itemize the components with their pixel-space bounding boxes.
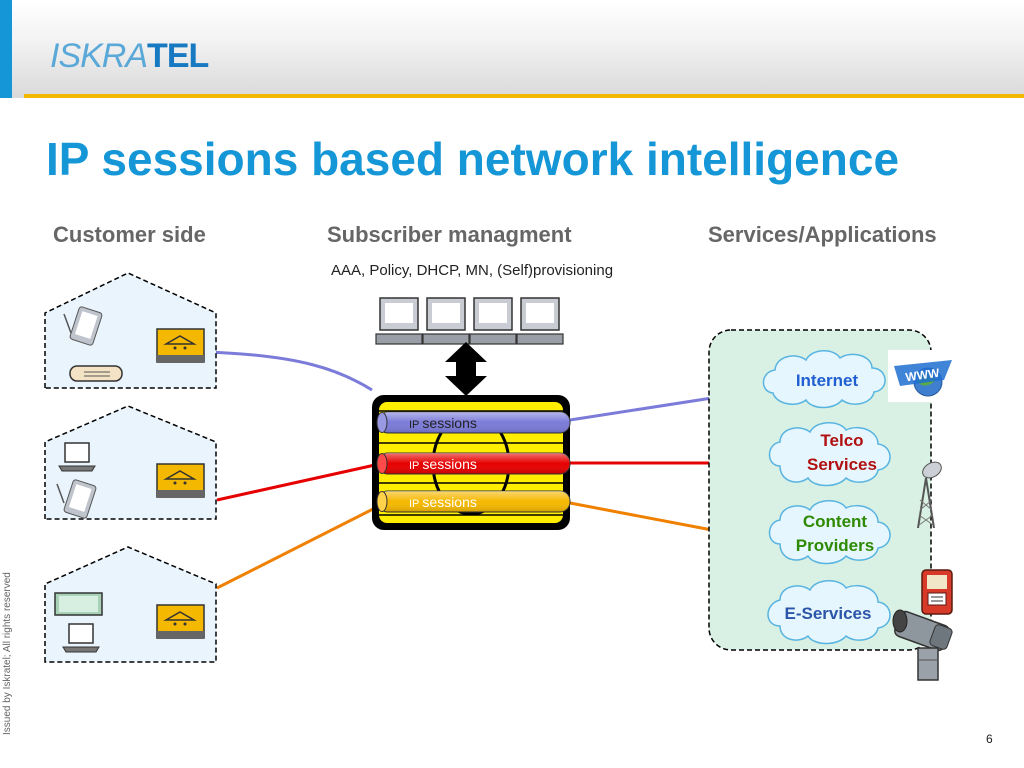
double-arrow-icon bbox=[445, 342, 487, 396]
slide-title: IP sessions based network intelligence bbox=[46, 133, 900, 185]
column-heading-services: Services/Applications bbox=[708, 222, 937, 247]
service-label-telco-line2: Services bbox=[807, 455, 877, 474]
connection-line-content bbox=[569, 501, 713, 532]
server-computer-icon bbox=[422, 297, 470, 345]
header-accent-bar bbox=[0, 0, 12, 98]
subscriber-caption: AAA, Policy, DHCP, MN, (Self)provisionin… bbox=[331, 262, 614, 279]
www-globe-icon: WWW bbox=[888, 350, 954, 402]
service-label-telco-line1: Telco bbox=[820, 431, 863, 450]
cloud-e-services: E-Services bbox=[767, 580, 891, 645]
home-gateway-icon bbox=[156, 328, 205, 363]
slide-header: ISKRATEL bbox=[0, 0, 1024, 98]
session-label: sessions bbox=[422, 415, 476, 431]
server-computer-icon bbox=[469, 297, 517, 345]
service-label-internet: Internet bbox=[796, 371, 859, 390]
services-area bbox=[708, 329, 932, 651]
customer-house-1 bbox=[44, 272, 217, 389]
issued-notice: Issued by Iskratel; All rights reserved bbox=[2, 572, 13, 735]
session-label: sessions bbox=[422, 494, 476, 510]
svg-text:WWW: WWW bbox=[905, 366, 941, 385]
page-number: 6 bbox=[986, 732, 993, 746]
customer-house-3 bbox=[44, 546, 217, 663]
ip-prefix: IP bbox=[409, 460, 419, 472]
set-top-box-icon bbox=[69, 365, 123, 382]
card-terminal-icon bbox=[921, 569, 953, 615]
laptop-icon bbox=[58, 442, 96, 472]
cloud-telco-services: Telco Services bbox=[768, 422, 891, 487]
tablet-icon bbox=[63, 306, 103, 346]
column-heading-subscriber: Subscriber managment bbox=[327, 222, 572, 247]
server-computer-icon bbox=[516, 297, 564, 345]
antenna-tower-icon bbox=[917, 461, 942, 529]
laptop-icon bbox=[62, 623, 100, 653]
ip-prefix: IP bbox=[409, 419, 419, 431]
tv-icon bbox=[54, 592, 103, 616]
subscriber-servers bbox=[375, 297, 564, 345]
session-label: sessions bbox=[422, 456, 476, 472]
cloud-content-providers: Content Providers bbox=[768, 500, 891, 565]
column-heading-customer: Customer side bbox=[53, 222, 206, 247]
connection-line-house1 bbox=[204, 350, 373, 392]
customer-house-2 bbox=[44, 405, 217, 520]
connection-line-house2 bbox=[216, 463, 376, 502]
cloud-internet: Internet bbox=[762, 350, 886, 409]
home-gateway-icon bbox=[156, 463, 205, 498]
header-divider bbox=[24, 94, 1024, 98]
ip-prefix: IP bbox=[409, 498, 419, 510]
security-camera-icon bbox=[892, 609, 953, 681]
service-label-e-services: E-Services bbox=[785, 604, 872, 623]
iskratel-logo: ISKRATEL bbox=[50, 37, 209, 75]
home-gateway-icon bbox=[156, 604, 205, 639]
service-label-content-line2: Providers bbox=[796, 536, 874, 555]
server-computer-icon bbox=[375, 297, 423, 345]
service-label-content-line1: Content bbox=[803, 512, 868, 531]
tablet-icon bbox=[56, 479, 97, 519]
connection-line-internet bbox=[569, 396, 713, 422]
connection-line-house3 bbox=[216, 506, 376, 590]
